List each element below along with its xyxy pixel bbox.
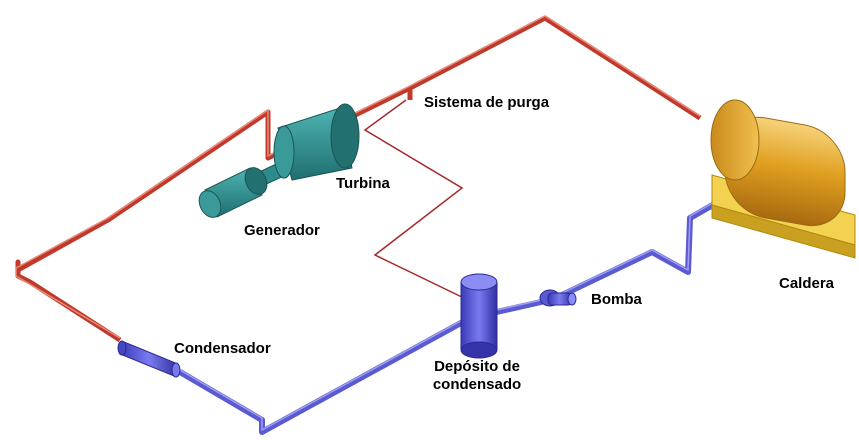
pump-label: Bomba <box>591 291 642 308</box>
purge-system-label: Sistema de purga <box>424 94 550 111</box>
turbine-label: Turbina <box>336 175 390 192</box>
condensate-tank-label: Depósito de condensado <box>418 358 536 394</box>
boiler <box>710 99 856 259</box>
condensate-tank-label-line2: condensado <box>432 376 522 393</box>
purge-line <box>363 99 469 301</box>
boiler-label: Caldera <box>779 275 835 292</box>
generator-label: Generador <box>244 222 320 239</box>
condenser <box>117 340 181 378</box>
pump <box>539 289 577 307</box>
turbine <box>273 103 360 181</box>
condensate-tank <box>460 273 498 359</box>
condensate-tank-label-line1: Depósito de <box>434 358 520 375</box>
condenser-label: Condensador <box>174 340 271 357</box>
